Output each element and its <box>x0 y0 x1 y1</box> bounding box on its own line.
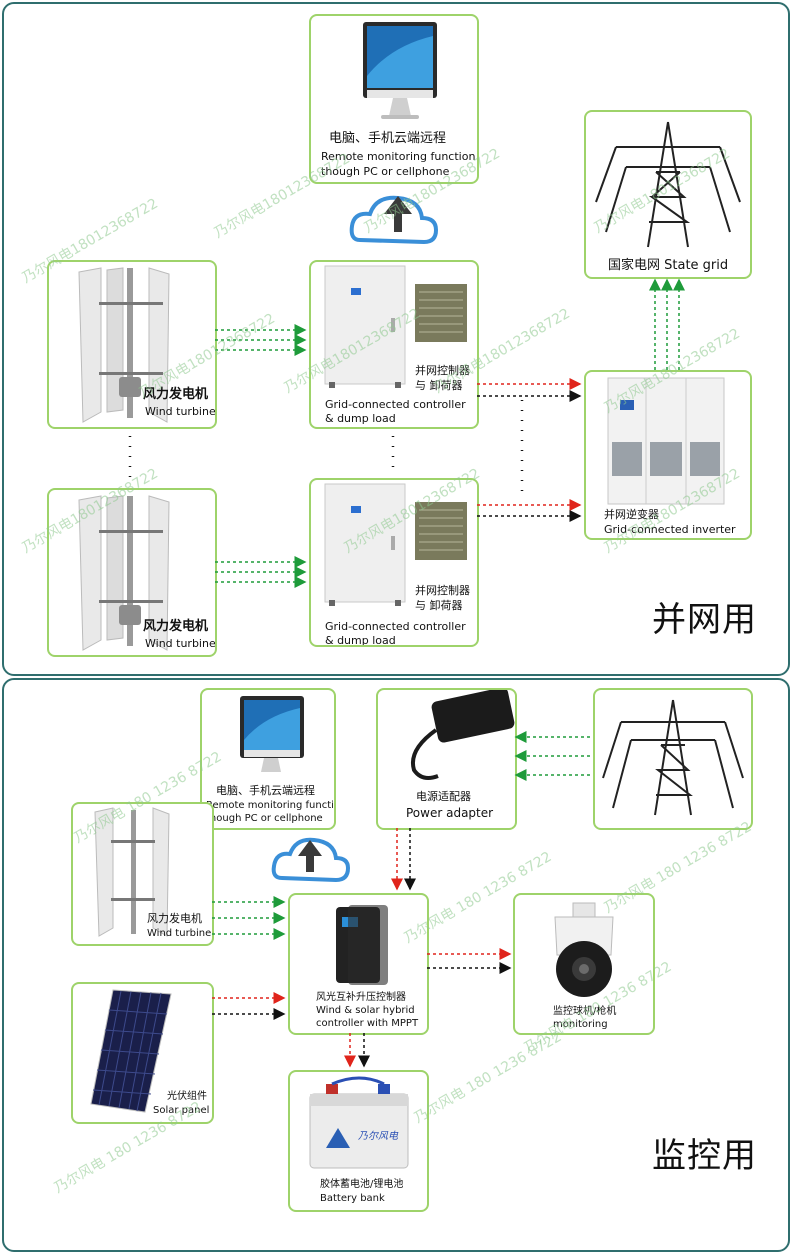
inverter-label-cn: 并网逆变器 <box>604 508 659 521</box>
computer-icon <box>363 22 437 119</box>
turbine-3-label-cn: 风力发电机 <box>147 912 202 925</box>
dome-camera-icon <box>554 902 614 997</box>
state-grid-box: 国家电网 State grid <box>584 110 752 279</box>
state-grid-box-2 <box>593 688 753 830</box>
turbine-2-label-en: Wind turbine <box>145 637 216 650</box>
turbine-1-label-en: Wind turbine <box>145 405 216 418</box>
hybrid-label-en-2: controller with MPPT <box>316 1018 419 1029</box>
battery-icon <box>309 1076 409 1169</box>
remote-label-en-2: though PC or cellphone <box>321 165 450 178</box>
computer-icon <box>240 696 304 772</box>
solar-label-en: Solar panel <box>153 1105 210 1116</box>
grid-inverter-box: 并网逆变器 Grid-connected inverter <box>584 370 752 540</box>
grid-controller-box-1: 并网控制器 与 卸荷器 Grid-connected controller & … <box>309 260 479 429</box>
hybrid-controller-icon <box>336 905 388 985</box>
solar-panel-box: 光伏组件 Solar panel <box>71 982 214 1124</box>
turbine-3-label-en: Wind turbine <box>147 928 212 939</box>
turbine-1-label-cn: 风力发电机 <box>143 387 209 402</box>
solar-label-cn: 光伏组件 <box>167 1091 207 1102</box>
turbine-2-label-cn: 风力发电机 <box>143 619 209 634</box>
controller-2-label-en-1: Grid-connected controller <box>325 620 466 633</box>
wind-turbine-box-2: 风力发电机 Wind turbine <box>47 488 217 657</box>
hybrid-label-cn: 风光互补升压控制器 <box>316 992 406 1003</box>
camera-label-en: monitoring <box>553 1019 608 1030</box>
grid-controller-box-2: 并网控制器 与 卸荷器 Grid-connected controller & … <box>309 478 479 647</box>
remote-2-label-cn: 电脑、手机云端远程 <box>216 784 315 797</box>
controller-2-label-cn-2: 与 卸荷器 <box>415 599 463 612</box>
cloud-upload-icon <box>349 195 439 245</box>
vertical-wind-turbine-icon <box>78 495 170 651</box>
state-grid-label: 国家电网 State grid <box>608 258 729 273</box>
inverter-cabinet-icon <box>607 377 725 505</box>
battery-brand: 乃尔风电 <box>358 1131 398 1142</box>
cloud-upload-icon-2 <box>271 837 351 883</box>
controller-2-label-cn-1: 并网控制器 <box>415 584 470 597</box>
monitor-section-title: 监控用 <box>652 1136 757 1176</box>
camera-label-cn: 监控球机/枪机 <box>553 1006 617 1017</box>
controller-cabinet-icon <box>324 483 467 606</box>
battery-label-cn: 胶体蓄电池/锂电池 <box>320 1179 404 1190</box>
wind-turbine-box-1: 风力发电机 Wind turbine <box>47 260 217 429</box>
power-adapter-icon <box>411 690 515 780</box>
hybrid-controller-box: 风光互补升压控制器 Wind & solar hybrid controller… <box>288 893 429 1035</box>
controller-2-label-en-2: & dump load <box>325 634 396 647</box>
grid-section-title: 并网用 <box>652 600 757 640</box>
controller-1-label-cn-1: 并网控制器 <box>415 364 470 377</box>
wind-turbine-box-3: 风力发电机 Wind turbine <box>71 802 214 946</box>
vertical-wind-turbine-icon <box>94 807 170 937</box>
adapter-label-en: Power adapter <box>406 806 494 820</box>
solar-panel-icon <box>90 989 172 1113</box>
monitoring-camera-box: 监控球机/枪机 monitoring <box>513 893 655 1035</box>
controller-1-label-en-2: & dump load <box>325 412 396 425</box>
transmission-tower-icon <box>602 699 744 816</box>
power-adapter-box: 电源适配器 Power adapter <box>376 688 517 830</box>
remote-2-label-en-1: Remote monitoring function <box>206 800 336 811</box>
controller-cabinet-icon <box>324 265 467 388</box>
remote-label-cn: 电脑、手机云端远程 <box>329 131 447 146</box>
transmission-tower-icon <box>595 121 741 248</box>
vertical-wind-turbine-icon <box>78 267 170 423</box>
battery-label-en: Battery bank <box>320 1193 385 1204</box>
controller-1-label-cn-2: 与 卸荷器 <box>415 379 463 392</box>
controller-1-label-en-1: Grid-connected controller <box>325 398 466 411</box>
inverter-label-en: Grid-connected inverter <box>604 523 736 536</box>
hybrid-label-en-1: Wind & solar hybrid <box>316 1005 415 1016</box>
adapter-label-cn: 电源适配器 <box>416 790 471 803</box>
battery-bank-box: 乃尔风电 胶体蓄电池/锂电池 Battery bank <box>288 1070 429 1212</box>
remote-label-en-1: Remote monitoring function <box>321 150 476 163</box>
remote-2-label-en-2: though PC or cellphone <box>206 813 323 824</box>
remote-monitoring-box-2: 电脑、手机云端远程 Remote monitoring function tho… <box>200 688 336 830</box>
remote-monitoring-box: 电脑、手机云端远程 Remote monitoring function tho… <box>309 14 479 184</box>
